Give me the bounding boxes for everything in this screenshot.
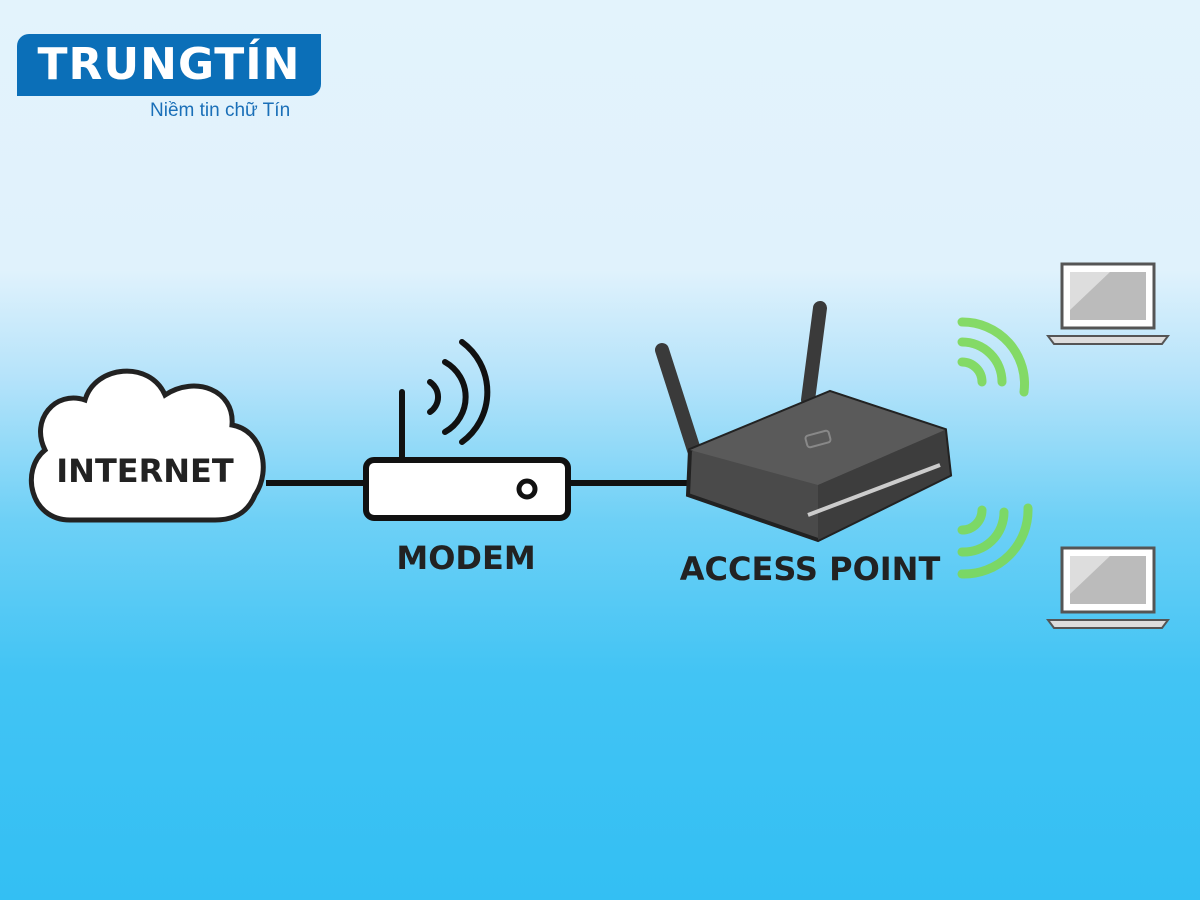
logo-text: TRUNGTÍN (37, 39, 301, 90)
logo-slogan: Niềm tin chữ Tín (150, 100, 291, 121)
internet-label: INTERNET (56, 452, 234, 490)
wifi-signal-icon (957, 503, 1033, 579)
access-point-label: ACCESS POINT (680, 550, 941, 588)
brand-logo: TRUNGTÍN (17, 34, 321, 96)
cloud-icon (28, 368, 266, 523)
router-icon (655, 301, 953, 543)
modem-label: MODEM (396, 539, 535, 577)
wifi-signal-icon (957, 317, 1029, 397)
laptop-icon (1046, 546, 1170, 629)
laptop-icon (1046, 262, 1170, 345)
modem-icon (363, 339, 571, 521)
